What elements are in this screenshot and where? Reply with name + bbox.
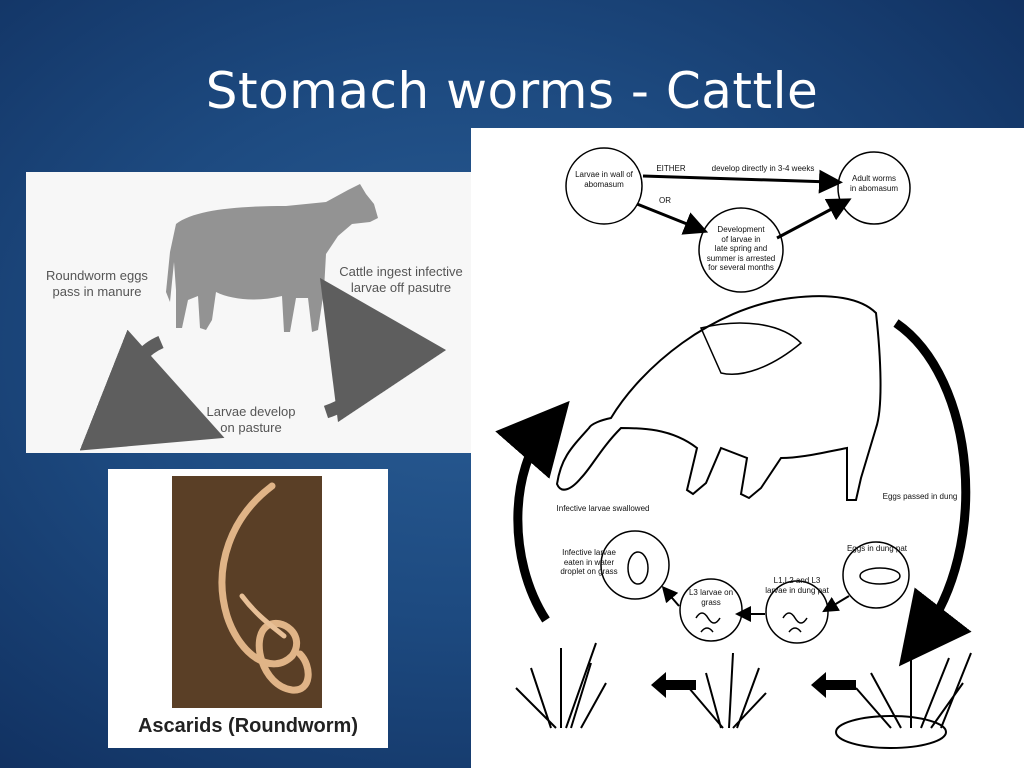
larvae-wall-label: Larvae in wall of abomasum [575,170,633,189]
or-label: OR [659,196,671,205]
roundworm-photo-card: Ascarids (Roundworm) [108,469,388,748]
roundworm-photo [172,476,322,708]
grass-arrow-left-1-icon [651,672,696,698]
abomasum-outline-icon [699,322,803,375]
infective-swallowed-label: Infective larvae swallowed [556,504,650,513]
arrested-development-circle [698,207,784,293]
infective-eaten-label: Infective larvae eaten in water droplet … [560,548,618,577]
eggs-in-pat-circle [842,541,910,609]
roundworm-icon [218,482,312,694]
l3-on-grass-label: L3 larvae on grass [688,588,734,607]
water-droplet-icon [627,551,649,585]
grass-to-droplet-arrow [661,585,680,607]
curved-arrow-left-icon [79,329,225,451]
simple-lifecycle-diagram: Roundworm eggs pass in manure Cattle ing… [26,172,476,453]
slide-title: Stomach worms - Cattle [205,62,819,120]
water-droplet-circle [600,530,670,600]
pat-to-larvae-arrow [822,595,850,613]
eggs-pass-label: Roundworm eggs pass in manure [46,268,148,300]
develop-directly-label: develop directly in 3-4 weeks [711,164,815,173]
cow-silhouette-icon [166,184,378,332]
dung-pat-egg-icon [859,567,901,585]
larvae-develop-label: Larvae develop on pasture [206,404,296,436]
curved-arrow-right-icon [319,277,447,423]
l123-larvae-label: L1,L2 and L3 larvae in dung pat [765,576,829,595]
arrested-development-label: Development of larvae in late spring and… [706,225,776,273]
simple-lifecycle-graphics [79,184,447,451]
eggs-passed-arrow [893,319,972,667]
grazing-cow-outline-icon [555,295,882,501]
larvae-on-grass-icon [695,612,721,633]
larvae-swallowed-arrow [495,400,570,623]
eggs-passed-label: Eggs passed in dung [882,492,958,501]
ingest-larvae-label: Cattle ingest infective larvae off pasut… [339,264,463,296]
larvae-squiggle-icon [782,612,808,633]
detailed-lifecycle-graphics [495,147,972,749]
photo-caption: Ascarids (Roundworm) [137,715,359,737]
grass-clumps-icon [515,642,972,749]
grass-arrow-left-2-icon [811,672,856,698]
or-arrow [636,202,709,235]
adult-worms-label: Adult worms in abomasum [849,174,899,193]
develop-directly-arrow [642,169,843,194]
larvae-wall-circle [565,147,643,225]
detailed-lifecycle-diagram: Larvae in wall of abomasum EITHER develo… [471,128,1024,768]
either-label: EITHER [656,164,686,173]
resume-arrow [776,198,852,240]
eggs-in-pat-label: Eggs in dung pat [846,544,908,553]
